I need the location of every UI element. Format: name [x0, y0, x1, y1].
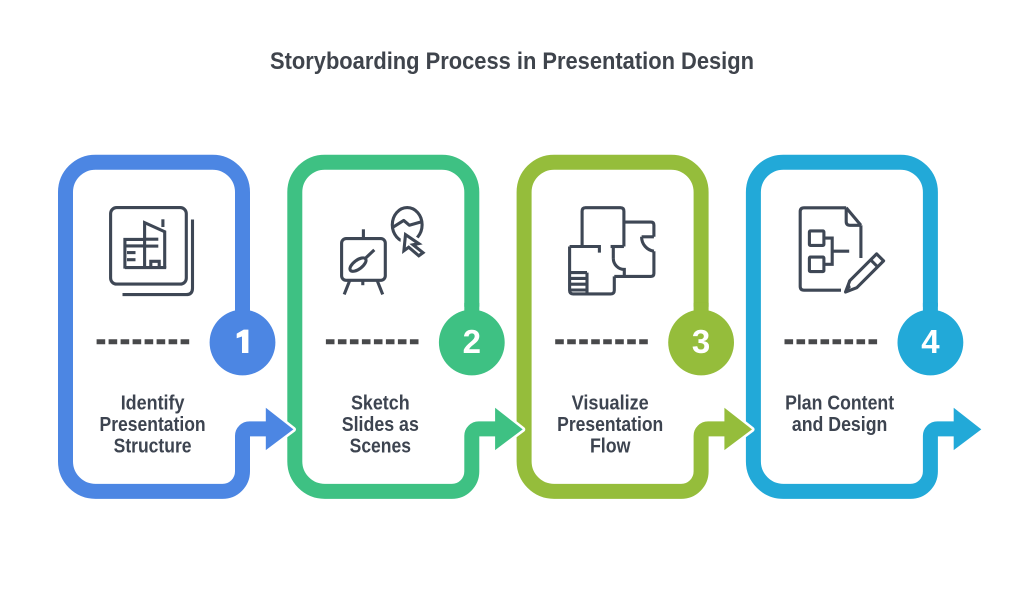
svg-text:Presentation: Presentation	[557, 414, 663, 436]
svg-text:Storyboarding Process in Prese: Storyboarding Process in Presentation De…	[270, 48, 754, 75]
svg-text:Structure: Structure	[114, 436, 192, 458]
svg-text:and Design: and Design	[792, 414, 888, 436]
svg-text:2: 2	[463, 323, 481, 360]
svg-text:Scenes: Scenes	[350, 436, 411, 458]
svg-text:Visualize: Visualize	[572, 392, 649, 414]
svg-text:Presentation: Presentation	[100, 414, 206, 436]
svg-text:Identify: Identify	[121, 392, 185, 414]
svg-text:Sketch: Sketch	[351, 392, 410, 414]
svg-text:Slides as: Slides as	[342, 414, 419, 436]
svg-text:Plan Content: Plan Content	[785, 392, 894, 414]
svg-text:Flow: Flow	[590, 436, 631, 458]
svg-text:4: 4	[921, 323, 940, 360]
svg-text:3: 3	[692, 323, 710, 360]
